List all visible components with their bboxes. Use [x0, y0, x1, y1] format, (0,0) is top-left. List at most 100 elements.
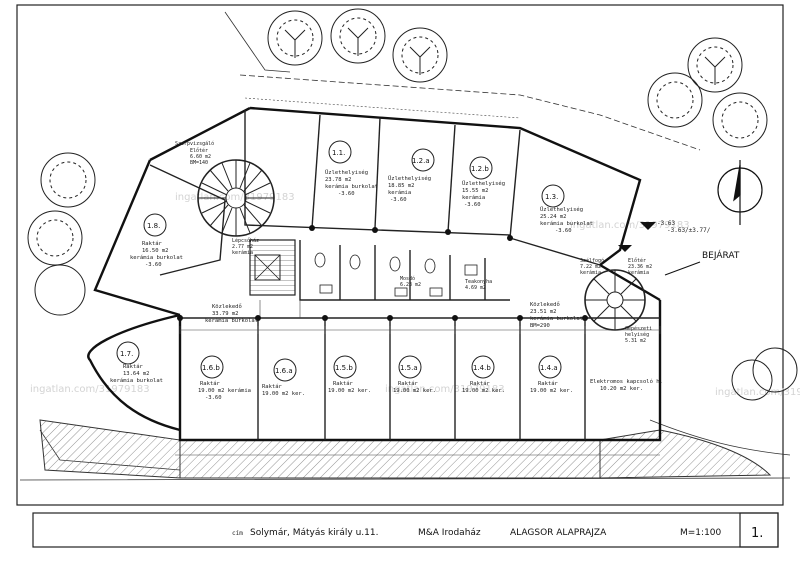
room-text: -3.60	[145, 262, 162, 268]
room-text: Közlekedő	[530, 302, 560, 308]
room-text: 19.00 m2 kerámia	[198, 387, 251, 394]
room-text: kerámia	[462, 194, 485, 201]
room-1-5a: 1.5.a Raktár 19.00 m2 ker.	[393, 355, 436, 394]
room-text: 25.24 m2	[540, 214, 567, 220]
room-text: Raktár	[333, 380, 354, 387]
room-liftakna: Előtér 6.60 m2 BM=140	[190, 147, 211, 166]
room-1-2b: 1.2.b Üzlethelyiség 15.55 m2 kerámia -3.…	[462, 156, 505, 208]
room-text: Teakonyha	[465, 279, 492, 285]
stair-label: Szerpvizsgáló	[175, 140, 214, 147]
room-text: Üzlethelyiség	[325, 169, 368, 176]
room-number: 1.3.	[545, 193, 558, 201]
terrace-hatch	[599, 429, 772, 479]
room-1-7: 1.7. Raktár 13.64 m2 kerámia burkolat	[110, 341, 163, 384]
room-text: 16.50 m2	[142, 248, 169, 254]
room-text: Szélfogó	[580, 257, 604, 264]
stair-run	[249, 239, 296, 296]
room-text: kerámia burkolat	[530, 315, 583, 322]
room-number: 1.8.	[147, 222, 160, 230]
room-text: Lépcsőház	[232, 237, 259, 244]
room-text: 23.78 m2	[325, 177, 352, 183]
room-text: Elektromos kapcsoló h.	[590, 378, 663, 385]
room-text: kerámia burkolat	[110, 377, 163, 384]
room-text: Előtér	[628, 257, 646, 264]
room-number: 1.2.b	[471, 165, 489, 173]
room-text: 19.00 m2 ker.	[262, 391, 305, 397]
room-1-4b: 1.4.b Raktár 19.00 m2 ker.	[462, 355, 505, 394]
room-text: Raktár	[200, 380, 221, 387]
title-cim-label: cím	[232, 530, 243, 537]
entrance-label: BEJÁRAT	[702, 249, 740, 261]
title-drawing: ALAGSOR ALAPRAJZA	[510, 528, 607, 538]
tree-icon	[712, 92, 768, 148]
tree-icon	[40, 152, 96, 208]
room-number: 1.1.	[332, 149, 345, 157]
room-text: Gépészeti	[625, 325, 652, 332]
tree-icon	[752, 347, 798, 393]
columns	[177, 225, 588, 321]
room-1-1: 1.1. Üzlethelyiség 23.78 m2 kerámia burk…	[325, 140, 378, 197]
tree-icon	[392, 27, 448, 83]
room-eloter: Előtér 23.36 m2 kerámia	[628, 257, 652, 276]
level-marker: -3.63	[657, 220, 675, 227]
spiral-stair-right	[584, 269, 646, 331]
room-elektromos: Elektromos kapcsoló h. 10.20 m2 ker.	[590, 378, 663, 392]
room-gepeszet: Gépészeti helyiség 5.31 m2	[625, 325, 652, 344]
title-location: Solymár, Mátyás király u.11.	[250, 528, 378, 538]
watermark-text: ingatlan.com/31979183	[175, 192, 295, 203]
room-text: Raktár	[538, 380, 559, 387]
watermark-text: ingatlan.com/31979183	[715, 387, 800, 398]
room-text: kerámia burkolat	[540, 220, 593, 227]
room-text: BM=290	[530, 323, 550, 329]
room-text: kerámia	[628, 269, 649, 276]
room-text: Raktár	[398, 380, 419, 387]
room-text: -3.60	[555, 228, 572, 234]
room-text: Üzlethelyiség	[540, 206, 583, 213]
dimension-lines	[175, 97, 661, 456]
room-text: 19.00 m2 ker.	[530, 388, 573, 394]
watermark-text: ingatlan.com/31979183	[30, 384, 150, 395]
tree-icon	[647, 72, 703, 128]
room-1-6a: 1.6.a Raktár 19.00 m2 ker.	[262, 358, 305, 397]
room-text: 19.00 m2 ker.	[462, 388, 505, 394]
room-number: 1.5.a	[400, 364, 418, 372]
room-number: 1.6.b	[202, 364, 220, 372]
room-text: 4.69 m2	[465, 285, 486, 291]
room-text: 18.85 m2	[388, 183, 415, 189]
room-1-5b: 1.5.b Raktár 19.00 m2 ker.	[328, 355, 371, 394]
room-text: BM=140	[190, 160, 208, 166]
room-1-3: 1.3. Üzlethelyiség 25.24 m2 kerámia burk…	[540, 184, 593, 234]
building-walls	[87, 106, 662, 442]
room-text: 23.36 m2	[628, 264, 652, 270]
room-text: 7.22 m2	[580, 264, 601, 270]
room-text: Raktár	[262, 383, 283, 390]
room-1-4a: 1.4.a Raktár 19.00 m2 ker.	[530, 355, 573, 394]
room-text: Előtér	[190, 147, 208, 154]
room-text: 10.20 m2 ker.	[600, 386, 643, 392]
north-arrow-icon	[717, 160, 763, 225]
room-1-8: 1.8. Raktár 16.50 m2 kerámia burkolat -3…	[130, 213, 183, 268]
room-text: -3.60	[338, 191, 355, 197]
room-folyoso-right: Közlekedő 23.51 m2 kerámia burkolat BM=2…	[530, 302, 583, 329]
watermark-text: ingatlan.com/31979183	[385, 384, 505, 395]
title-project: M&A Irodaház	[418, 528, 481, 538]
room-number: 1.4.a	[540, 364, 558, 372]
room-labels: 1.1. Üzlethelyiség 23.78 m2 kerámia burk…	[110, 140, 663, 401]
room-text: Üzlethelyiség	[388, 175, 431, 182]
room-text: Közlekedő	[212, 304, 242, 310]
room-text: Raktár	[142, 240, 163, 247]
entrance-arrow-icon	[664, 261, 701, 276]
room-text: 5.31 m2	[625, 338, 646, 344]
lift-shaft	[254, 254, 281, 281]
room-lepcsohaz: Lépcsőház 2.77 m2 kerámia	[232, 237, 259, 256]
watermarks: ingatlan.com/31979183 ingatlan.com/31979…	[30, 192, 800, 398]
room-text: -3.60	[205, 395, 222, 401]
site-lines	[19, 11, 791, 481]
room-folyoso-left: Közlekedő 33.79 m2 kerámia burkolat	[205, 304, 258, 324]
terrace-hatch	[179, 439, 601, 479]
tree-icon	[731, 359, 773, 401]
room-number: 1.6.a	[275, 367, 293, 375]
lift-cross	[254, 254, 281, 281]
room-text: 33.79 m2	[212, 311, 239, 317]
